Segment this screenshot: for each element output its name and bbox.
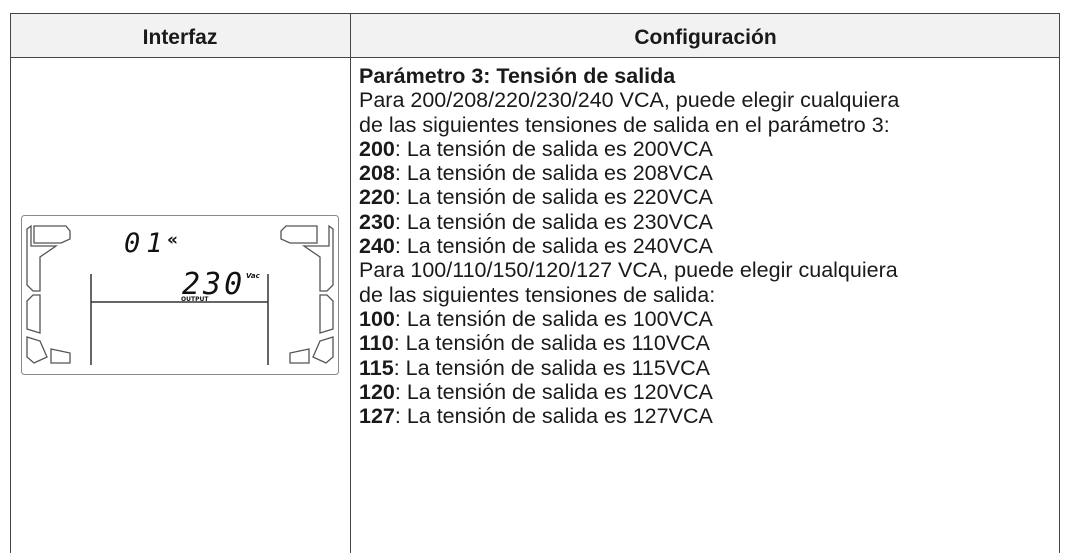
option-low-120: 120: La tensión de salida es 120VCA [359,380,1059,404]
option-high-230: 230: La tensión de salida es 230VCA [359,210,1059,234]
option-high-220: 220: La tensión de salida es 220VCA [359,185,1059,209]
option-text: : La tensión de salida es 100VCA [394,306,713,331]
option-low-115: 115: La tensión de salida es 115VCA [359,356,1059,380]
option-value: 240 [359,234,395,259]
option-value: 120 [359,379,395,404]
intro-low-line-1: Para 100/110/150/120/127 VCA, puede eleg… [359,258,898,283]
lcd-right-segments [280,224,334,364]
lcd-output-label: OUTPUT [181,296,209,303]
option-text: : La tensión de salida es 208VCA [394,161,713,186]
option-value: 127 [359,404,395,429]
table-right-border [1059,13,1060,553]
option-text: : La tensión de salida es 200VCA [394,136,713,161]
intro-high-line-1: Para 200/208/220/230/240 VCA, puede eleg… [359,88,900,113]
option-value: 110 [359,331,394,356]
intro-high-line-2: de las siguientes tensiones de salida en… [359,112,890,137]
option-low-127: 127: La tensión de salida es 127VCA [359,404,1059,428]
option-high-240: 240: La tensión de salida es 240VCA [359,234,1059,258]
table-header-row [10,13,1060,57]
option-low-110: 110: La tensión de salida es 110VCA [359,331,1059,355]
table-left-border [10,13,11,553]
option-text: : La tensión de salida es 120VCA [394,379,713,404]
option-value: 208 [359,161,395,186]
settings-table: Interfaz Configuración [10,13,1060,553]
lcd-param-number: 01 [124,228,169,259]
option-high-208: 208: La tensión de salida es 208VCA [359,161,1059,185]
header-interface: Interfaz [142,26,218,49]
option-text: : La tensión de salida es 220VCA [394,185,713,210]
intro-low-line-2: de las siguientes tensiones de salida: [359,282,716,307]
table-header-divider [10,57,1060,58]
lcd-value: 230 [182,267,246,302]
lcd-display: 01 « 230 Vac OUTPUT [21,215,339,375]
lcd-unit: Vac [246,272,260,280]
option-value: 100 [359,306,395,331]
option-value: 115 [359,355,394,380]
option-value: 230 [359,209,395,234]
option-text: : La tensión de salida es 127VCA [394,404,713,429]
parameter-title: Parámetro 3: Tensión de salida [359,64,676,88]
option-text: : La tensión de salida es 240VCA [394,234,713,259]
lcd-arrows-icon: « [167,230,178,250]
option-text: : La tensión de salida es 230VCA [394,209,713,234]
option-value: 220 [359,185,395,210]
configuration-text: Parámetro 3: Tensión de salida Para 200/… [359,64,1059,428]
option-low-100: 100: La tensión de salida es 100VCA [359,307,1059,331]
option-value: 200 [359,136,395,161]
option-high-200: 200: La tensión de salida es 200VCA [359,137,1059,161]
table-column-divider [350,13,351,553]
option-text: : La tensión de salida es 110VCA [393,331,711,356]
table-top-border [10,13,1060,14]
lcd-left-segments [26,224,71,364]
lcd-panel-graphic [21,215,339,375]
header-configuration: Configuración [634,26,777,49]
option-text: : La tensión de salida es 115VCA [393,355,711,380]
